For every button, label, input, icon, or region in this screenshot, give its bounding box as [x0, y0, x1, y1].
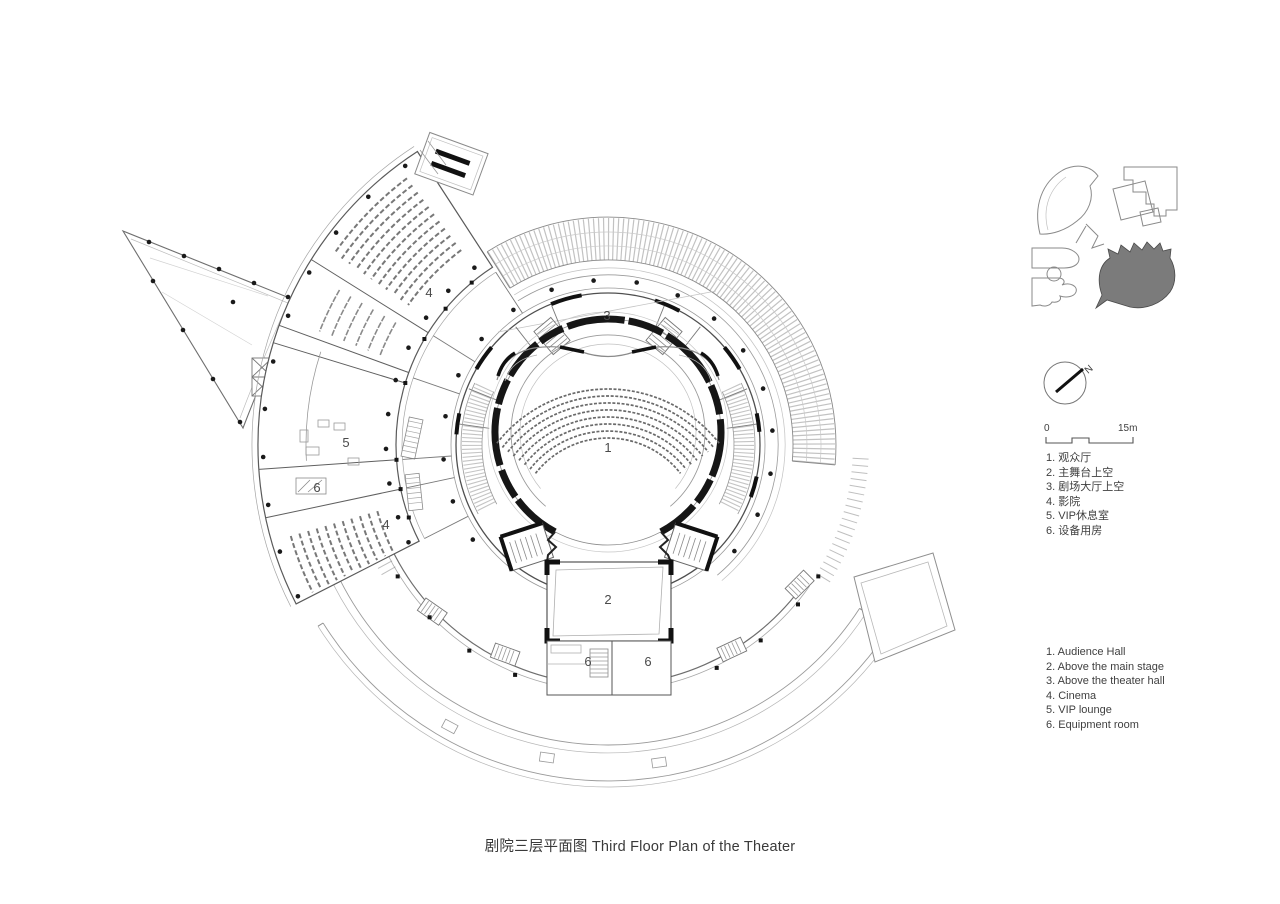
north-arrow: N [1043, 361, 1096, 405]
legend-cn-item: 1. 观众厅 [1046, 452, 1092, 464]
equipment-stair [589, 648, 609, 678]
keyplan-north-building [1123, 166, 1178, 217]
terrace-stair-4 [716, 636, 748, 663]
legend-cn-item: 4. 影院 [1046, 495, 1081, 508]
drum-wall-segments [454, 293, 762, 498]
audience-hall [459, 305, 757, 572]
north-block-link [419, 140, 447, 175]
gallery-east [719, 383, 755, 514]
drum [402, 267, 786, 603]
north-needle [1055, 367, 1084, 394]
legend-cn-item: 3. 剧场大厅上空 [1046, 481, 1125, 494]
room-labels: 1 2 3 4 4 5 6 6 6 [313, 285, 651, 669]
corridor-stair-b [404, 472, 424, 512]
corridor-stair-a [400, 416, 424, 460]
balcony-wave [496, 345, 720, 382]
legend-cn-item: 5. VIP休息室 [1046, 510, 1109, 523]
tower-right [663, 521, 720, 572]
scale-bar: 0 15m [1044, 423, 1137, 444]
label-equipment-south-right: 6 [644, 654, 651, 669]
keyplan-ring [1046, 266, 1062, 282]
keyplan-west-upper [1031, 247, 1080, 269]
label-vip-lounge: 5 [342, 435, 349, 450]
legend-en-item: 2. Above the main stage [1046, 660, 1165, 673]
gallery-west [461, 383, 497, 514]
west-wing [251, 146, 496, 607]
legend-english: 1. Audience Hall 2. Above the main stage… [1046, 645, 1165, 733]
terrace-comb-right [813, 457, 869, 588]
legend-cn-item: 2. 主舞台上空 [1046, 466, 1114, 479]
legend-en-item: 1. Audience Hall [1046, 646, 1126, 658]
scale-zero: 0 [1044, 423, 1050, 434]
label-above-theater-hall: 3 [603, 308, 610, 323]
equipment-west-hatch [295, 477, 327, 495]
terrace-stair-2 [489, 642, 521, 667]
strip-room-rows [318, 289, 397, 356]
stage-block [544, 559, 674, 696]
scale-bar-line [1045, 437, 1134, 444]
label-above-main-stage: 2 [604, 592, 611, 607]
legend-en-item: 4. Cinema [1046, 689, 1097, 702]
label-cinema-lower: 4 [382, 517, 389, 532]
vip-furniture [299, 351, 360, 466]
terrace-stair-5 [784, 569, 815, 600]
southeast-square [853, 552, 956, 663]
keyplan-theater-highlight [1094, 241, 1176, 310]
keyplan-leaf [1037, 165, 1099, 235]
keyplan-square [1112, 180, 1154, 221]
label-equipment-west: 6 [313, 480, 320, 495]
wing-partitions [258, 259, 429, 519]
drawing-caption: 剧院三层平面图 Third Floor Plan of the Theater [484, 839, 796, 855]
keyplan-square-tab [1139, 207, 1162, 227]
scale-max: 15m [1118, 423, 1137, 434]
terrace-stair-1 [416, 597, 448, 626]
key-plan [1031, 165, 1178, 310]
keyplan-west-lower [1031, 277, 1077, 307]
equipment-rooms [546, 640, 672, 696]
legend-en-item: 6. Equipment room [1046, 718, 1139, 731]
north-label: N [1083, 363, 1096, 376]
keyplan-connector [1075, 223, 1105, 249]
label-cinema-upper: 4 [425, 285, 432, 300]
wing-columns [260, 163, 477, 599]
corridor-walls [402, 271, 523, 539]
hall-chord [497, 290, 717, 333]
hall-seat-rows [496, 388, 720, 474]
louver-band [486, 216, 837, 466]
terrace-bump [651, 756, 668, 769]
terrace-bump [440, 718, 459, 735]
horseshoe-wall [491, 315, 725, 535]
terrace-bump [538, 751, 555, 764]
label-audience-hall: 1 [604, 440, 611, 455]
legend-cn-item: 6. 设备用房 [1046, 524, 1103, 537]
drum-columns [441, 278, 775, 554]
wing-wall-columns [394, 280, 474, 520]
zigzag-right [658, 531, 672, 563]
cinema-upper-rows [333, 177, 462, 306]
zigzag-left [546, 531, 558, 563]
legend-chinese: 1. 观众厅 2. 主舞台上空 3. 剧场大厅上空 4. 影院 5. VIP休息… [1046, 451, 1124, 539]
legend-en-item: 5. VIP lounge [1046, 704, 1112, 717]
label-equipment-south-left: 6 [584, 654, 591, 669]
legend-en-item: 3. Above the theater hall [1046, 675, 1165, 688]
cinema-lower-rows [289, 510, 395, 593]
